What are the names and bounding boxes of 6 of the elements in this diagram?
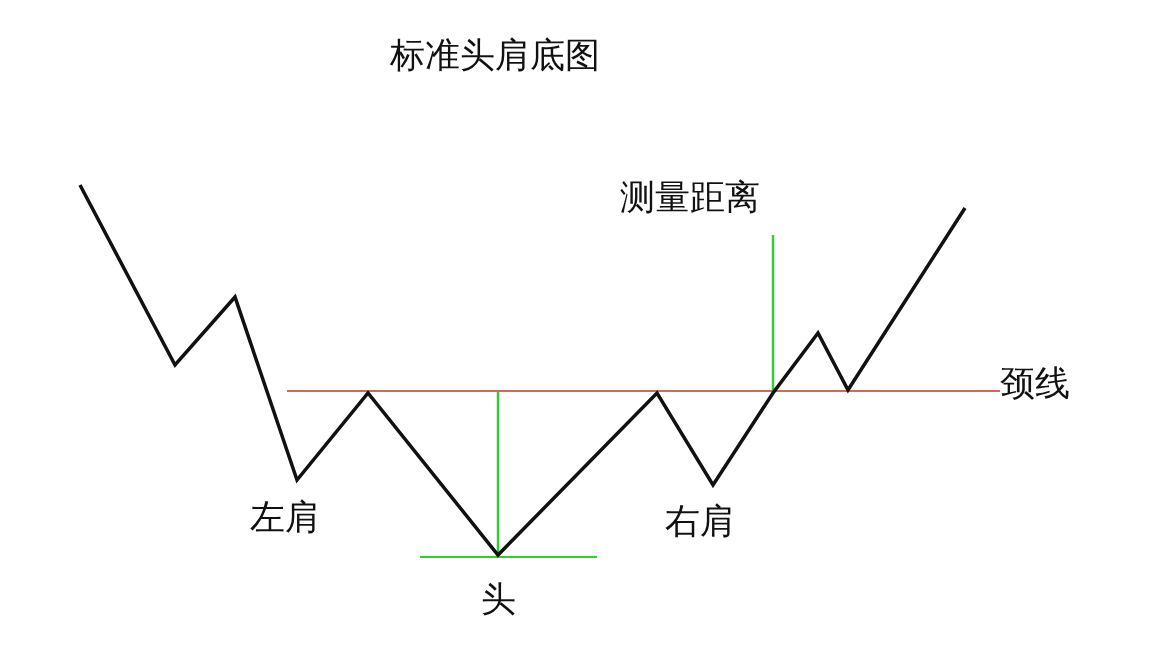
measure-label: 测量距离 <box>620 180 760 215</box>
shoulder-label: 右肩 <box>665 504 735 539</box>
chart-title: 标准头肩底图 <box>390 38 600 73</box>
neckline-label: 颈线 <box>1000 366 1070 401</box>
head-label: 头 <box>481 582 516 617</box>
shoulder-label: 左肩 <box>250 500 320 535</box>
